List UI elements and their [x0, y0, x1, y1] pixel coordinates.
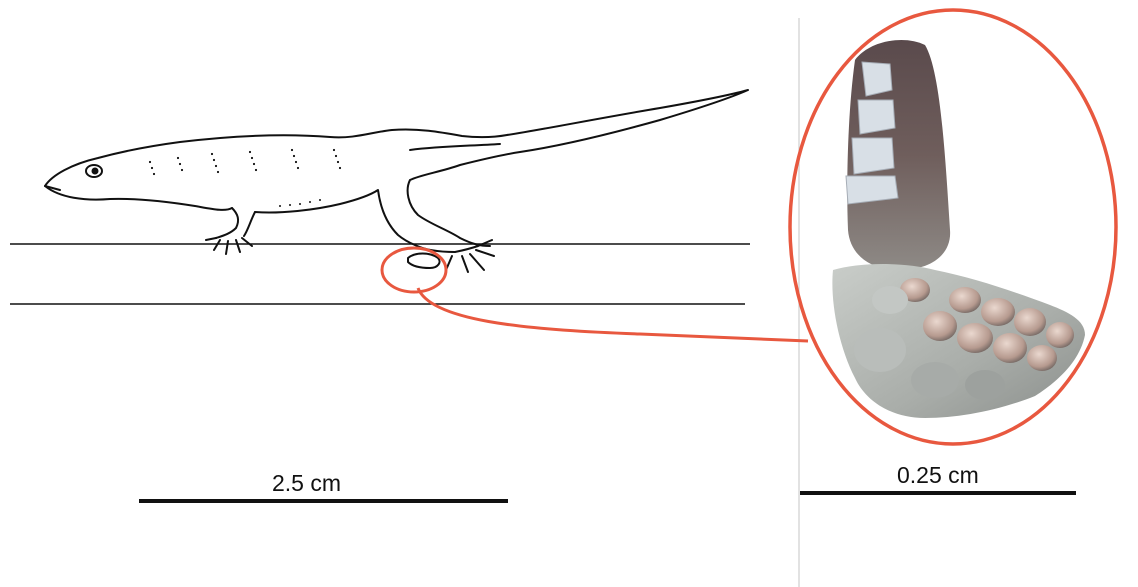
scale-bar-left-label: 2.5 cm — [272, 470, 341, 497]
magnification-connector — [418, 288, 808, 341]
gecko-dorsal-dots — [149, 149, 341, 207]
scale-bar-right-label: 0.25 cm — [897, 462, 979, 489]
toe-pad-photo — [832, 40, 1085, 418]
